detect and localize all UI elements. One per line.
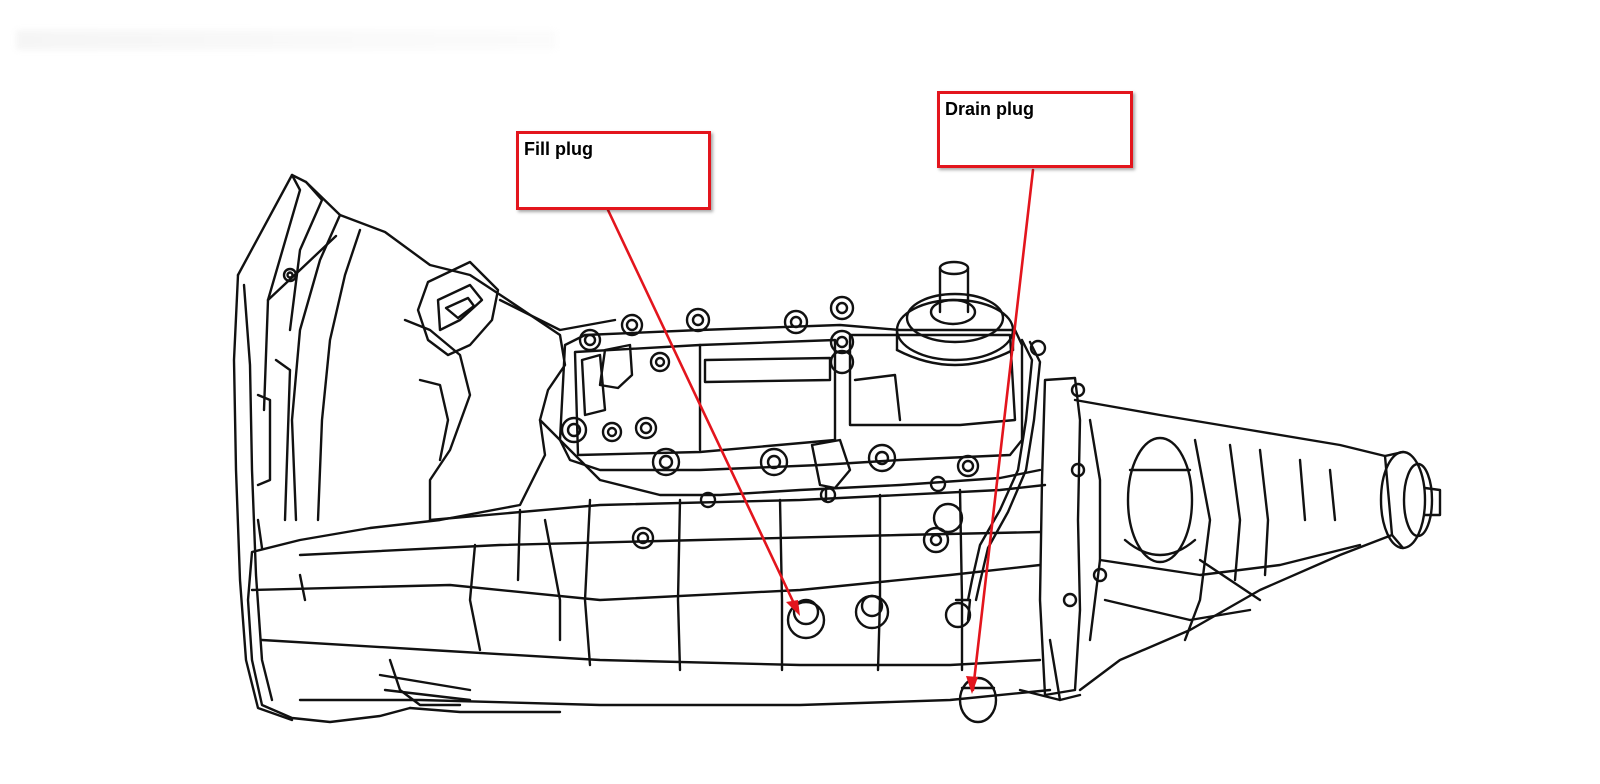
drain-plug-leader — [971, 168, 1035, 692]
fill-plug-part — [786, 598, 826, 640]
fill-plug-label: Fill plug — [524, 139, 593, 159]
drain-plug-part — [958, 676, 998, 724]
bell-housing-outline — [236, 173, 567, 724]
top-cover — [558, 323, 1024, 472]
drain-plug-arrowhead — [966, 676, 978, 694]
extension-housing — [1038, 376, 1442, 697]
cover-bolts — [560, 295, 1108, 608]
bell-housing-face — [232, 273, 294, 722]
faded-header-strip — [16, 30, 556, 50]
drain-plug-callout: Drain plug — [937, 91, 1133, 168]
leader-lines — [606, 168, 1035, 692]
fill-plug-leader — [606, 208, 800, 614]
drain-plug-label: Drain plug — [945, 99, 1034, 119]
breather-line — [966, 338, 1034, 602]
fill-plug-callout: Fill plug — [516, 131, 711, 210]
mount-pad — [416, 260, 500, 357]
fill-plug-arrowhead — [786, 600, 800, 616]
shift-tower — [895, 260, 1015, 367]
